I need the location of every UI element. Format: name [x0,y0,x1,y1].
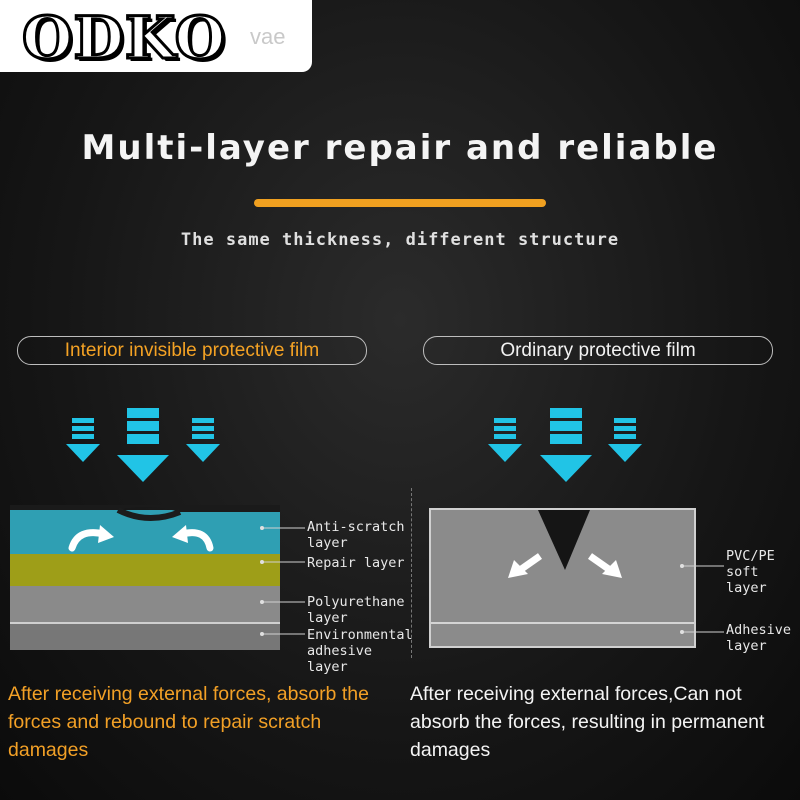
left-film-title: Interior invisible protective film [17,336,367,365]
down-arrow-icon [488,418,522,462]
curved-arrow-icon [68,525,114,552]
repair-layer [10,554,280,586]
crack-arrow-icon [508,553,543,578]
down-arrow-icon [117,408,169,482]
left-film-diagram [10,510,280,650]
brand-logo: ODKO [20,3,227,74]
adhesive-layer [10,622,280,650]
label-soft-layer: PVC/PE soft layer [726,548,775,596]
down-arrow-icon [608,418,642,462]
right-description: After receiving external forces,Can not … [410,683,765,761]
brand-suffix: vae [250,24,286,49]
label-adhesive-env: Environmental adhesive layer [307,627,413,675]
headline: Multi-layer repair and reliable [81,128,719,168]
right-film-title: Ordinary protective film [423,336,773,365]
adhesive-line [431,622,694,624]
down-arrow-icon [186,418,220,462]
subheadline: The same thickness, different structure [180,230,620,250]
logo-box: ODKO vae [0,0,312,74]
label-polyurethane: Polyurethane layer [307,594,405,626]
label-repair: Repair layer [307,555,405,571]
label-anti-scratch: Anti-scratch layer [307,519,405,551]
accent-bar [254,199,546,207]
divider [411,488,412,658]
crack-arrow-icon [587,553,622,578]
polyurethane-layer [10,586,280,622]
left-description: After receiving external forces, absorb … [8,683,369,761]
down-arrow-icon [540,408,592,482]
curved-arrow-icon [172,525,214,552]
crack [538,510,590,570]
label-adhesive-layer: Adhesive layer [726,622,792,654]
leader-lines [262,527,724,635]
down-arrow-icon [66,418,100,462]
